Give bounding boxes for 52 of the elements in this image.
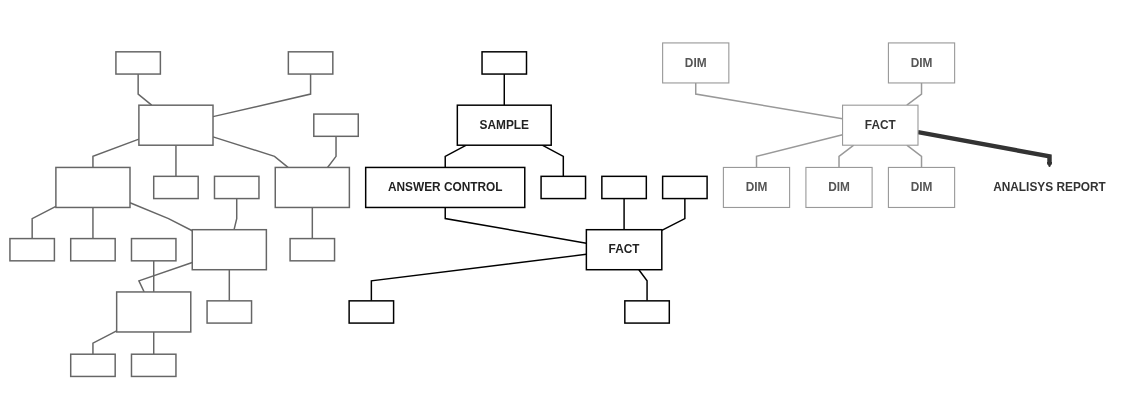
node-box — [661, 175, 708, 200]
node-box — [601, 175, 648, 200]
node-box — [69, 353, 116, 378]
node-box — [206, 300, 253, 325]
node-box — [289, 238, 336, 262]
node-box — [274, 167, 351, 209]
connector — [623, 198, 625, 231]
connector — [137, 262, 193, 293]
node-box — [540, 175, 587, 200]
node-box: DIM — [887, 167, 956, 209]
node-box — [115, 291, 192, 334]
node-box — [313, 113, 359, 138]
connector — [92, 207, 94, 240]
connector — [152, 331, 155, 356]
node-box — [287, 51, 334, 76]
connector — [638, 269, 648, 302]
connector — [838, 144, 855, 169]
connector — [906, 144, 923, 169]
node-box: DIM — [887, 42, 956, 84]
node-box: FACT — [585, 229, 663, 271]
connector — [92, 330, 118, 356]
node-box — [152, 175, 199, 200]
node-box — [9, 238, 56, 262]
connector — [311, 207, 314, 240]
node-text: ANALISYS REPORT — [993, 181, 1106, 194]
node-box: FACT — [842, 104, 919, 147]
node-box — [69, 238, 116, 262]
node-box — [481, 51, 528, 76]
node-box: DIM — [805, 167, 873, 209]
connector — [503, 73, 505, 107]
arrow — [917, 130, 1053, 169]
node-box: ANSWER CONTROL — [364, 167, 526, 209]
node-box — [115, 51, 162, 76]
node-box — [130, 238, 177, 262]
connector — [228, 269, 231, 302]
node-box — [191, 229, 268, 271]
node-box — [624, 300, 671, 325]
connector — [137, 73, 153, 107]
node-box — [348, 300, 395, 325]
connector — [906, 82, 923, 107]
connector — [152, 260, 155, 293]
connector — [326, 135, 337, 169]
node-box: DIM — [662, 42, 730, 84]
connector — [233, 198, 238, 231]
node-box — [138, 104, 214, 147]
node-box: SAMPLE — [456, 104, 552, 147]
node-box — [130, 353, 177, 378]
node-box — [55, 167, 131, 209]
connector — [444, 144, 468, 169]
node-box: DIM — [722, 167, 791, 209]
node-box — [213, 175, 260, 200]
connector — [175, 144, 177, 178]
